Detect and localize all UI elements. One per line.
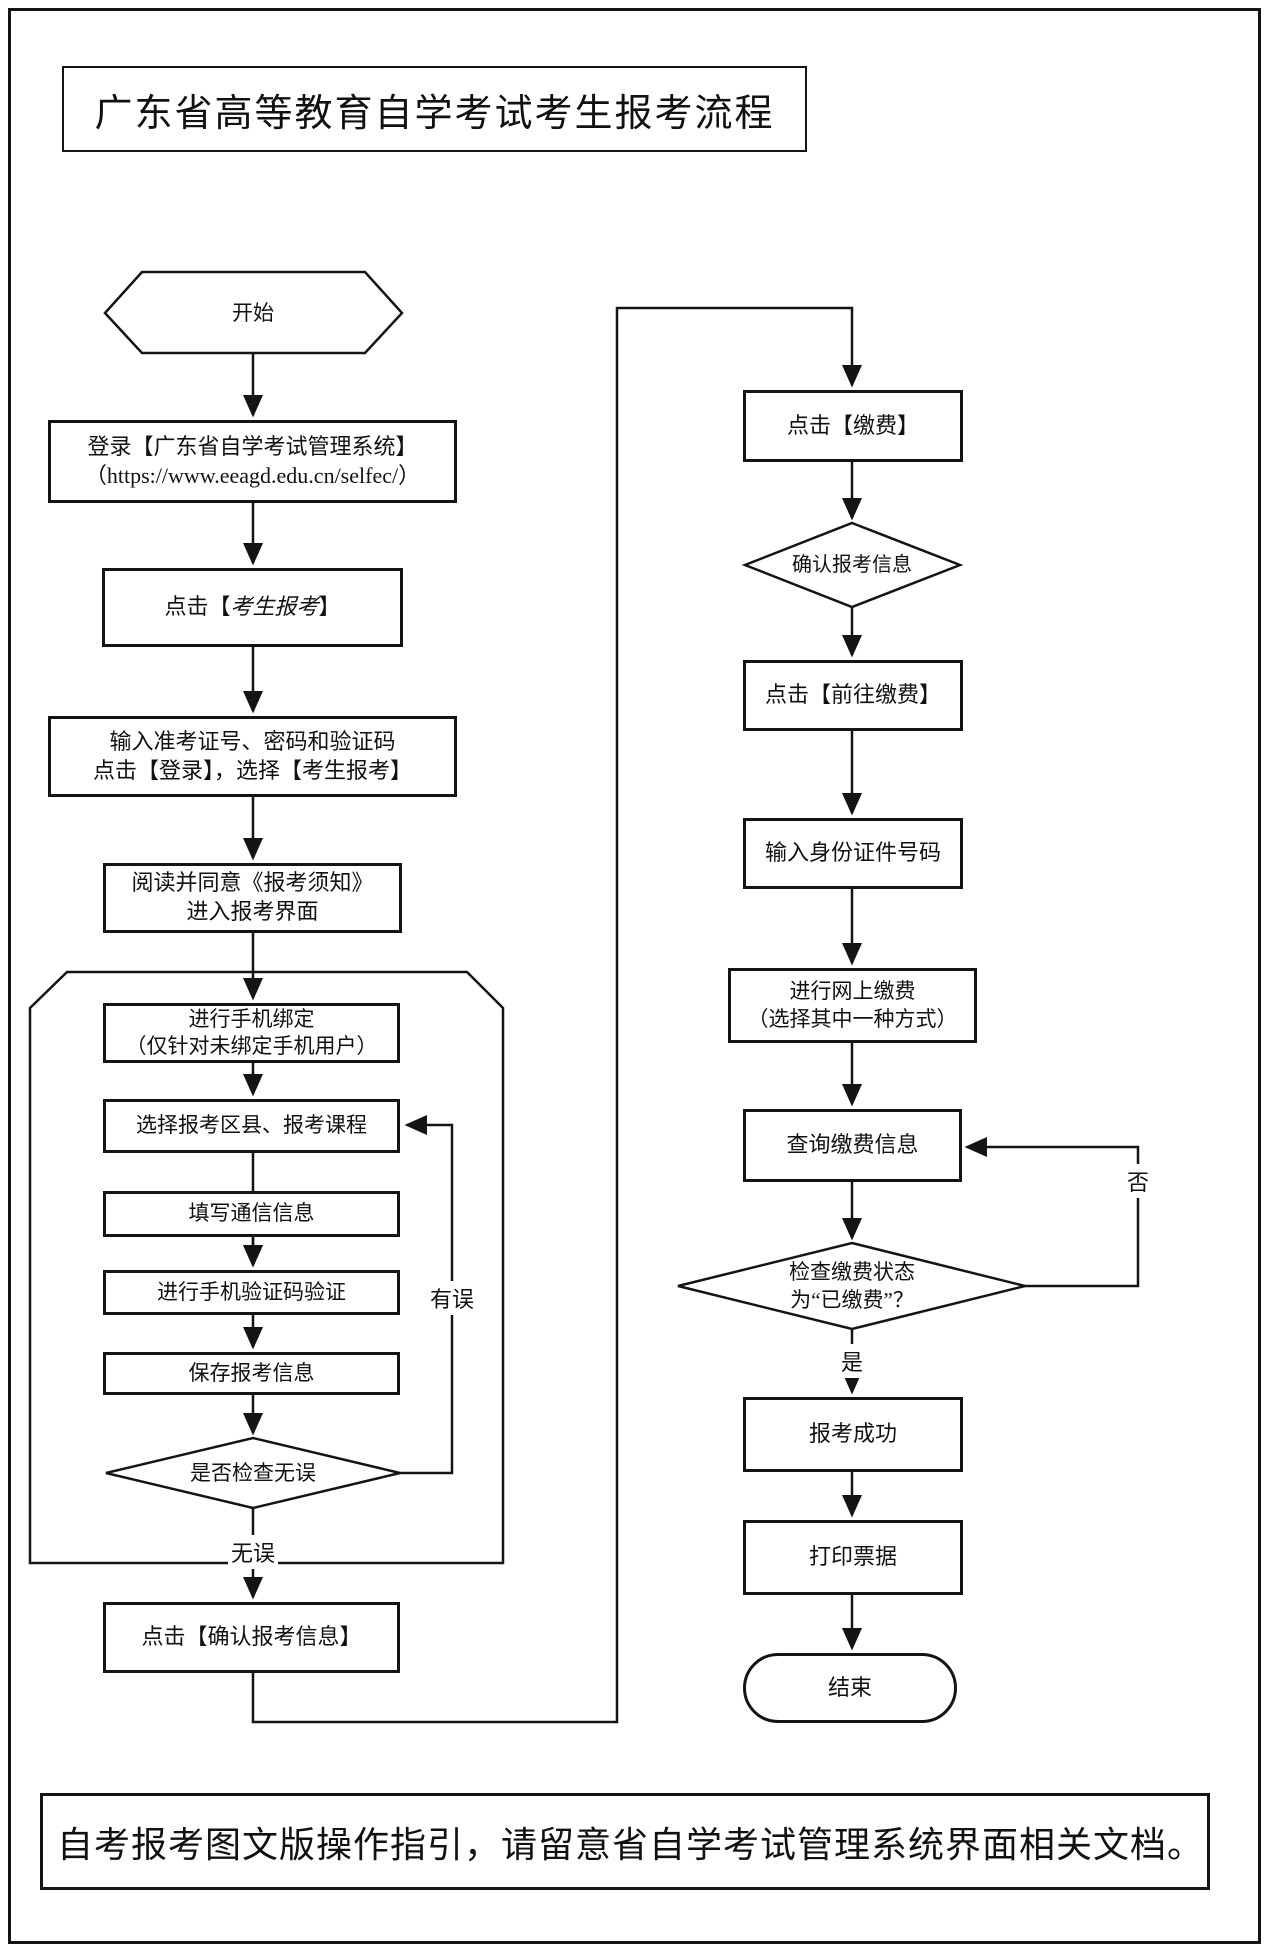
step-onlinepay-line1: 进行网上缴费 [789, 979, 916, 1004]
edge-no-loop [964, 1137, 1140, 1288]
title-box: 广东省高等教育自学考试考生报考流程 [62, 66, 807, 152]
edge-label-has-error: 有误 [426, 1281, 478, 1315]
step-verify-sms: 进行手机验证码验证 [103, 1270, 400, 1315]
step-go-pay: 点击【前往缴费】 [743, 660, 963, 731]
step-credentials-line2: 点击【登录】，选择【考生报考】 [92, 757, 412, 783]
footer-note-box: 自考报考图文版操作指引，请留意省自学考试管理系统界面相关文档。 [40, 1793, 1210, 1890]
edge-column-connector [251, 306, 862, 1724]
step-click-candidate-register: 点击【考生报考】 [102, 568, 403, 647]
step-register-success: 报考成功 [743, 1397, 963, 1472]
step-fill-contact: 填写通信信息 [103, 1191, 400, 1237]
step-onlinepay-line2: （选择其中一种方式） [747, 1006, 958, 1031]
step-login-line2: （https://www.eeagd.edu.cn/selfec/） [84, 462, 421, 488]
step-select-courses: 选择报考区县、报考课程 [103, 1099, 400, 1153]
step-bindphone-line2: （仅针对未绑定手机用户） [125, 1034, 378, 1058]
step-save-info: 保存报考信息 [103, 1352, 400, 1395]
step-notice-line2: 进入报考界面 [186, 899, 319, 924]
start-hexagon [103, 270, 404, 355]
page-border [8, 8, 1261, 1944]
step-notice-line1: 阅读并同意《报考须知》 [131, 870, 374, 896]
footer-note: 自考报考图文版操作指引，请留意省自学考试管理系统界面相关文档。 [57, 1824, 1205, 1865]
decision-paid-line1: 检查缴费状态 [789, 1259, 915, 1284]
step-bindphone-line1: 进行手机绑定 [188, 1006, 315, 1031]
step-login-system: 登录【广东省自学考试管理系统】 （https://www.eeagd.edu.c… [48, 420, 457, 503]
edge-label-no-error: 无误 [227, 1535, 279, 1569]
end-node: 结束 [743, 1653, 957, 1723]
step-read-notice: 阅读并同意《报考须知》 进入报考界面 [103, 863, 402, 933]
edge-label-no: 否 [1123, 1164, 1153, 1198]
subprocess-container [28, 970, 505, 1565]
start-node-label: 开始 [232, 300, 274, 325]
step-credentials-line1: 输入准考证号、密码和验证码 [109, 728, 396, 754]
step-click-pay: 点击【缴费】 [743, 390, 963, 462]
step-enter-id: 输入身份证件号码 [743, 818, 963, 889]
decision-check-correct-label: 是否检查无误 [190, 1460, 316, 1485]
edge-label-yes: 是 [837, 1344, 867, 1378]
page-title: 广东省高等教育自学考试考生报考流程 [94, 92, 775, 135]
step-confirm-register-info: 点击【确认报考信息】 [103, 1602, 400, 1673]
decision-confirm-info-label: 确认报考信息 [792, 553, 912, 576]
decision-paid-status-label: 检查缴费状态 为“已缴费”？ [752, 1256, 952, 1316]
step-query-payment: 查询缴费信息 [743, 1109, 962, 1182]
decision-paid-line2: 为“已缴费”？ [790, 1288, 914, 1312]
step-print-receipt: 打印票据 [743, 1520, 963, 1595]
step-bind-phone: 进行手机绑定 （仅针对未绑定手机用户） [103, 1003, 400, 1063]
step-login-line1: 登录【广东省自学考试管理系统】 [87, 433, 418, 459]
step-enter-credentials: 输入准考证号、密码和验证码 点击【登录】，选择【考生报考】 [48, 716, 457, 797]
step-online-pay: 进行网上缴费 （选择其中一种方式） [728, 968, 977, 1043]
